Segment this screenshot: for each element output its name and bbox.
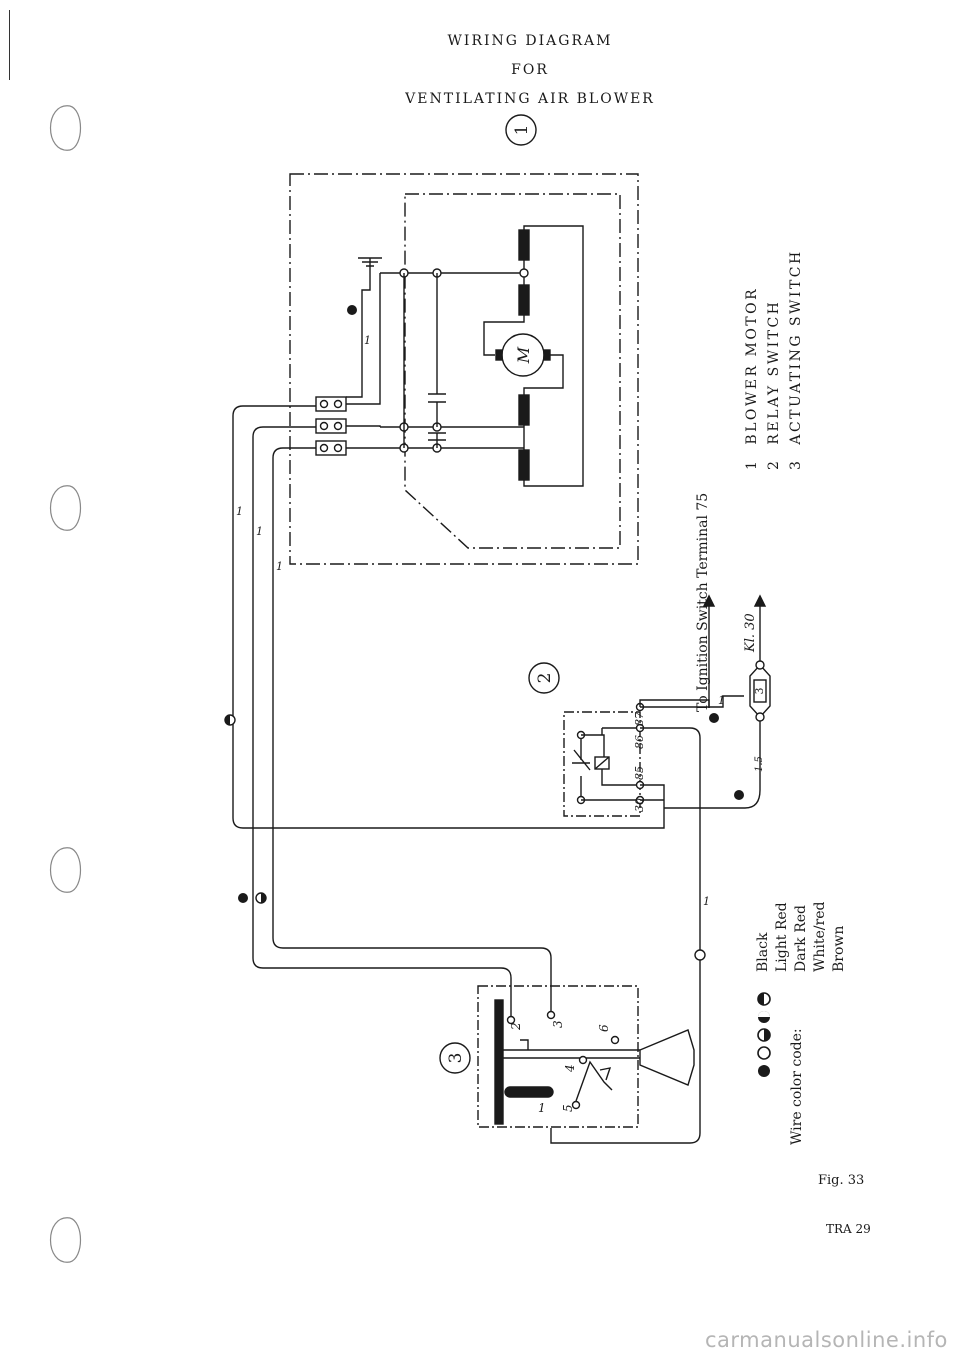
legend-text: BLOWER MOTOR <box>744 286 760 445</box>
ground-wire <box>346 258 371 398</box>
relay-internals <box>572 702 645 805</box>
component-1-marker: 1 <box>505 114 537 146</box>
motor-housing-inner <box>404 193 621 549</box>
gauge-label: 1 <box>236 505 243 518</box>
capacitor-2 <box>428 432 446 441</box>
legend-number: 3 <box>788 458 804 470</box>
component-3-marker: 3 <box>439 1042 471 1074</box>
switch-terminal-5: 5 <box>561 1104 575 1112</box>
watermark: carmanualsonline.info <box>705 1328 948 1352</box>
ground-symbol <box>358 257 382 267</box>
switch-box <box>477 985 639 1128</box>
margin-rule <box>9 10 10 80</box>
wire-15 <box>664 722 761 809</box>
motor-housing-outer <box>289 173 639 565</box>
wire-86 <box>640 695 744 708</box>
legend-number: 2 <box>766 458 782 470</box>
switch-terminal-4: 4 <box>563 1064 577 1073</box>
gauge-label: 1 <box>256 525 263 538</box>
component-2-number: 2 <box>535 673 555 684</box>
color-dot-black <box>238 893 248 903</box>
ground-wire-dot <box>347 305 357 315</box>
binder-hole-2 <box>50 485 81 531</box>
ignition-label: To Ignition Switch Terminal 75 <box>695 492 711 712</box>
symbol-brown <box>757 992 771 1006</box>
wire-brown <box>232 405 665 829</box>
legend-item-3: 3 ACTUATING SWITCH <box>788 249 804 470</box>
page-ref: TRA 29 <box>826 1222 871 1236</box>
terminal-block <box>315 396 347 456</box>
switch-terminal-1: 1 <box>538 1101 546 1115</box>
binder-hole-4 <box>50 1217 81 1263</box>
color-dot-light-red <box>694 949 706 961</box>
title-line-2: FOR <box>511 62 549 78</box>
wire-color-heading: Wire color code: <box>789 1028 805 1145</box>
color-name-black: Black <box>755 932 771 972</box>
relay-box <box>563 711 641 817</box>
wire-brown-2 <box>550 727 701 1144</box>
color-name-light-red: Light Red <box>774 902 790 972</box>
title-line-1: WIRING DIAGRAM <box>447 33 613 49</box>
color-dot-white-red <box>734 790 744 800</box>
color-dot-black <box>709 713 719 723</box>
switch-internals <box>494 999 695 1125</box>
figure-label: Fig. 33 <box>818 1173 865 1188</box>
symbol-dark-red <box>757 1028 771 1042</box>
motor-symbol: M <box>495 333 551 377</box>
gauge-label-alt: 1.5 <box>754 756 765 772</box>
fuse-label: 3 <box>753 688 766 695</box>
color-name-brown: Brown <box>831 925 847 972</box>
relay-terminal-85: 85 <box>633 766 646 780</box>
component-2-marker: 2 <box>528 662 560 694</box>
capacitor-1 <box>428 393 446 403</box>
component-3-number: 3 <box>446 1053 466 1064</box>
legend-text: ACTUATING SWITCH <box>788 249 804 445</box>
color-name-dark-red: Dark Red <box>793 905 809 972</box>
color-name-white-red: White/red <box>812 901 828 972</box>
gauge-label: 1 <box>703 895 710 908</box>
switch-terminal-2: 2 <box>509 1022 523 1031</box>
binder-hole-1 <box>50 105 81 151</box>
symbol-light-red <box>757 1046 771 1060</box>
legend-item-1: 1 BLOWER MOTOR <box>744 287 760 470</box>
switch-terminal-6: 6 <box>597 1024 611 1032</box>
gauge-label: 1 <box>718 694 725 707</box>
legend-number: 1 <box>744 458 760 470</box>
gauge-label: 1 <box>276 560 283 573</box>
relay-terminal-87: 87 <box>633 712 646 726</box>
switch-terminal-3: 3 <box>551 1020 565 1028</box>
fuse-3: 3 <box>749 660 771 722</box>
wire-black <box>272 447 552 1015</box>
title-line-3: VENTILATING AIR BLOWER <box>405 91 655 107</box>
symbol-black <box>758 1065 770 1077</box>
legend-item-2: 2 RELAY SWITCH <box>766 300 782 470</box>
relay-terminal-30: 30 <box>633 798 646 812</box>
motor-label: M <box>514 346 533 364</box>
gauge-label: 1 <box>364 334 371 347</box>
wire-color-symbols <box>757 992 771 1077</box>
symbol-white-red <box>758 1011 770 1023</box>
relay-terminal-86: 86 <box>633 735 646 749</box>
wire-dark-red <box>252 426 512 1020</box>
binder-hole-3 <box>50 847 81 893</box>
component-1-number: 1 <box>512 125 532 136</box>
kl30-label: Kl. 30 <box>743 613 758 652</box>
legend-text: RELAY SWITCH <box>766 299 782 445</box>
